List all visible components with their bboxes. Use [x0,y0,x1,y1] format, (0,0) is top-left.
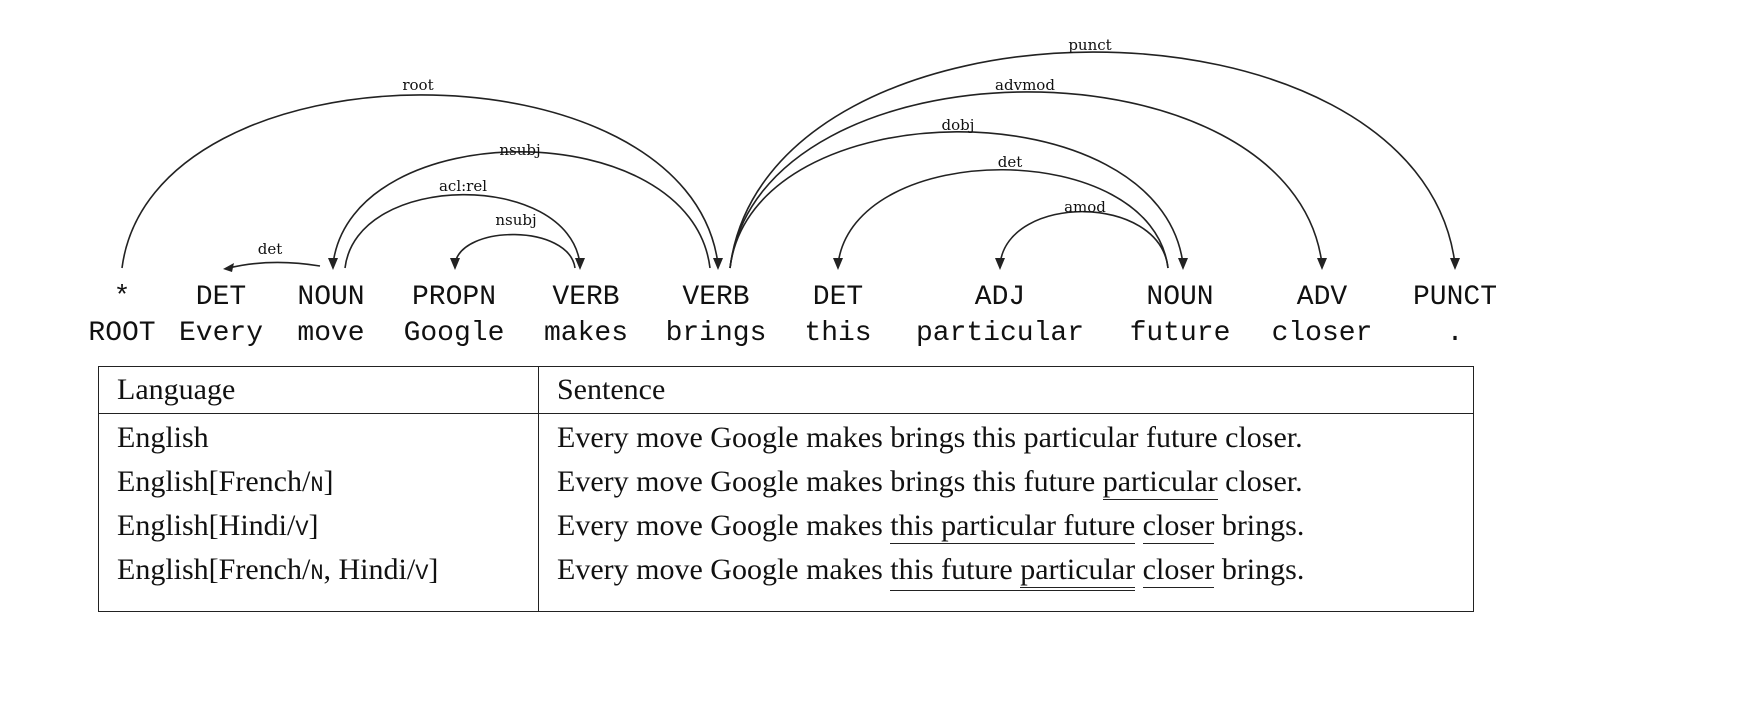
header-sentence: Sentence [557,373,666,406]
token-word-4: makes [544,318,628,349]
pos-tag-1: DET [196,282,246,313]
underline-closer: closer [1142,553,1215,588]
row-french-n-sentence: Every move Google makes brings this futu… [557,465,1303,500]
arc-label-8: det [998,153,1023,171]
arc-label-4: nsubj [495,211,536,229]
underline-closer: closer [1142,509,1215,544]
arrowhead-7 [1178,258,1188,270]
arc-det-8 [837,168,1169,269]
arc-label-1: det [258,240,283,258]
row-hindi-v-language: English[Hindi/V] [117,509,319,542]
arrowhead-5 [1450,258,1460,270]
arc-label-3: acl:rel [439,177,487,195]
pos-tag-9: ADV [1297,282,1348,313]
arc-nsubj-2 [332,150,711,269]
row-english-language: English [117,421,209,454]
table-header-divider [99,413,1473,414]
arrowhead-2 [328,258,338,270]
underline-particular: particular [1020,553,1136,588]
language-table: Language Sentence English Every move Goo… [98,366,1474,612]
dependency-tree: root det nsubj acl:rel nsubj punct advmod dobj d… [88,36,1497,349]
row-french-n-hindi-v-sentence: Every move Google makes this future part… [557,551,1304,591]
underline-particular: particular [1102,465,1218,500]
arrowhead-0 [713,258,723,270]
pos-tag-8: NOUN [1146,282,1213,313]
token-word-5: brings [666,318,767,349]
token-word-0: ROOT [88,318,155,349]
row-french-n-language: English[French/N] [117,465,334,498]
arrowhead-1 [223,263,234,272]
row-french-n-hindi-v-language: English[French/N, Hindi/V] [117,553,439,586]
token-word-7: particular [916,318,1084,349]
row-hindi-v-sentence: Every move Google makes this particular … [557,509,1305,544]
arc-punct-5 [729,51,1456,269]
arc-advmod-6 [729,91,1323,269]
pos-tag-0: * [114,282,131,313]
header-language: Language [117,373,236,406]
token-word-2: move [297,318,364,349]
token-word-6: this [804,318,871,349]
token-word-8: future [1130,318,1231,349]
table-column-divider [538,367,539,611]
arc-dobj-7 [729,131,1184,269]
pos-tag-4: VERB [552,282,619,313]
arc-label-7: dobj [942,116,975,134]
arc-root-0 [121,94,719,269]
pos-tag-10: PUNCT [1413,282,1497,313]
arrowhead-4 [450,258,460,270]
arc-label-0: root [402,76,433,94]
arc-label-5: punct [1068,36,1111,54]
arrowhead-6 [1317,258,1327,270]
token-word-9: closer [1272,318,1373,349]
arrowhead-3 [575,258,585,270]
pos-tag-6: DET [813,282,863,313]
pos-tag-5: VERB [682,282,749,313]
arc-nsubj-4 [454,233,576,269]
row-english-sentence: Every move Google makes brings this part… [557,421,1303,454]
pos-tag-3: PROPN [412,282,496,313]
arc-label-9: amod [1064,198,1106,216]
arc-amod-9 [999,210,1169,269]
arrowhead-8 [833,258,843,270]
token-word-1: Every [179,318,263,349]
underline-object-phrase: this particular future [890,509,1136,544]
underline-object-phrase: this future particular [890,553,1136,591]
arc-det-1 [228,261,321,269]
arc-acl-rel-3 [344,193,581,269]
arc-label-6: advmod [995,76,1055,94]
arc-label-2: nsubj [499,141,540,159]
arcs-layer: root det nsubj acl:rel nsubj punct advmod dobj d… [121,36,1460,272]
pos-tag-7: ADJ [975,282,1025,313]
arrowhead-9 [995,258,1005,270]
tokens-layer: * ROOT DET Every NOUN move PROPN Google VERB make… [88,282,1497,349]
token-word-3: Google [404,318,505,349]
pos-tag-2: NOUN [297,282,364,313]
token-word-10: . [1447,318,1464,349]
